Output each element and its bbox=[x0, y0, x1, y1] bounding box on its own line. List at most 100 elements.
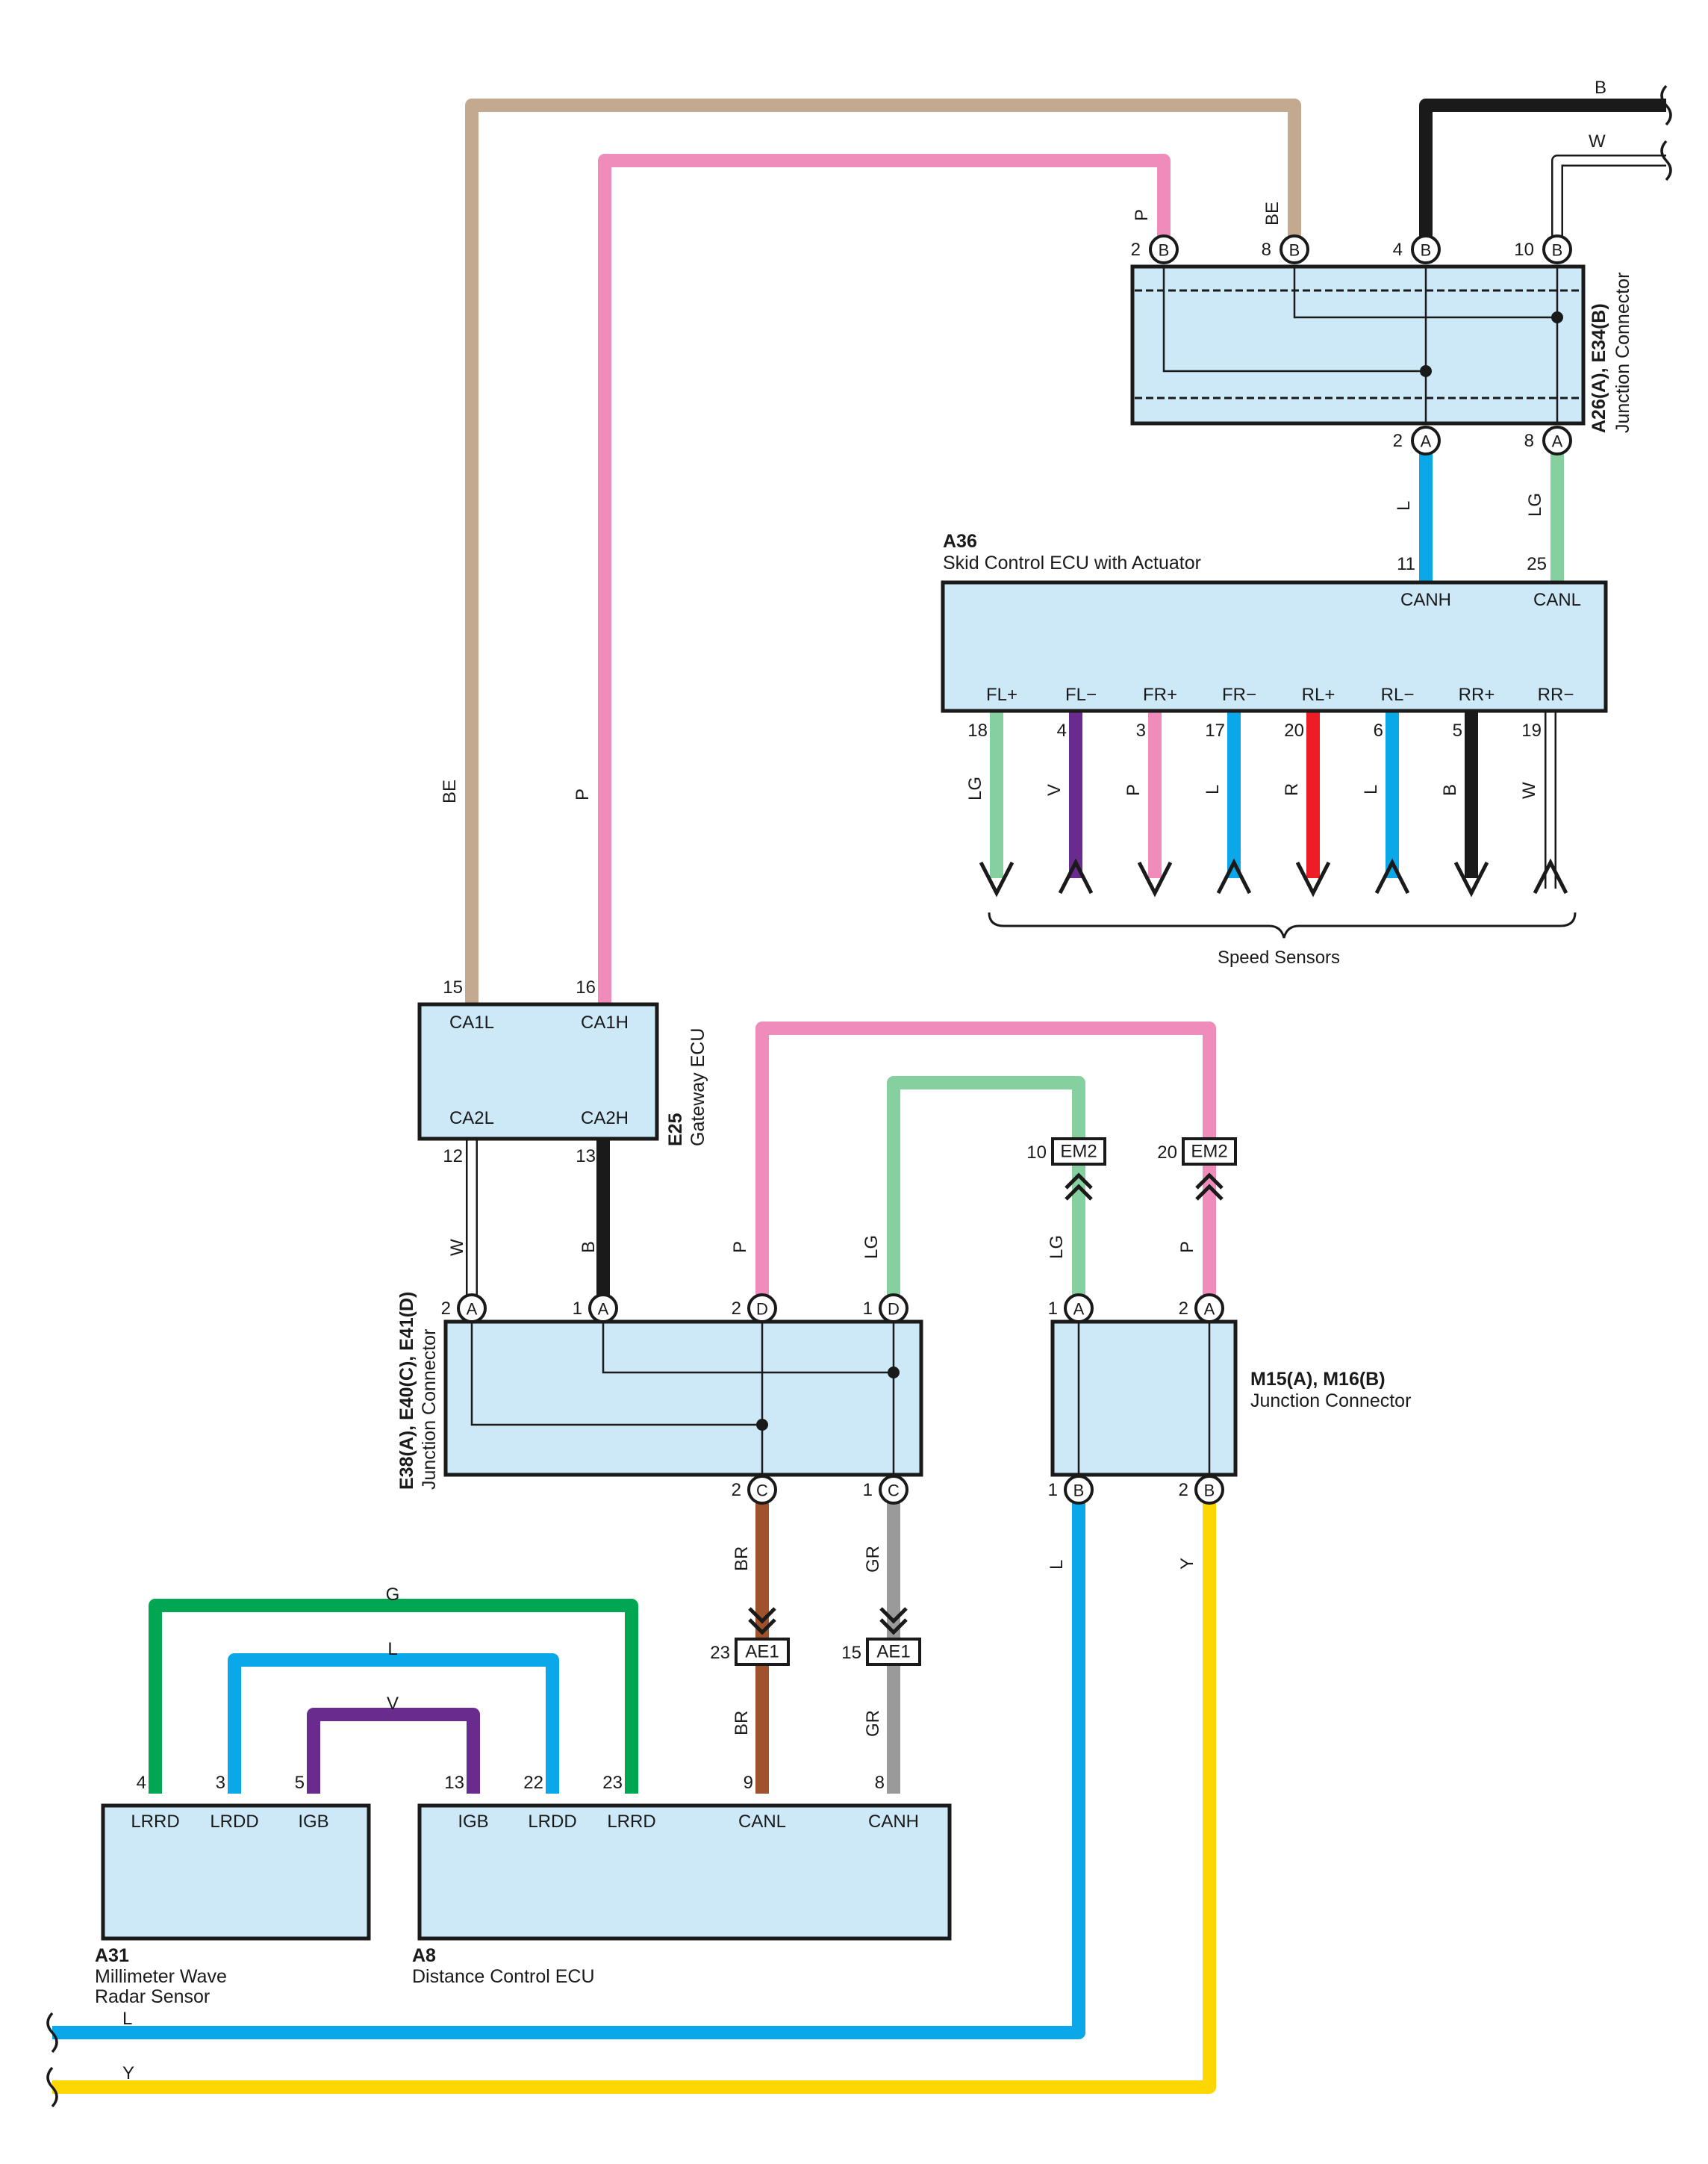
wire-color-label: LG bbox=[1525, 493, 1545, 517]
wire-l-lrdd bbox=[228, 1653, 559, 1794]
pin-number: 22 bbox=[523, 1773, 543, 1793]
pin-name: CA1L bbox=[449, 1013, 494, 1033]
pin-number: 4 bbox=[1393, 240, 1403, 260]
junction-right-pins: A A 1 2 B B 1 2 bbox=[1048, 1293, 1224, 1505]
offpage-break-top bbox=[1660, 84, 1672, 181]
speed-sensor-arrows bbox=[979, 858, 1568, 898]
wire-color-label: GR bbox=[863, 1546, 883, 1573]
pin-number: 10 bbox=[1514, 240, 1534, 260]
svg-text:D: D bbox=[756, 1300, 768, 1319]
arrow-up-icon bbox=[1058, 858, 1094, 895]
terminal: A bbox=[588, 1293, 618, 1323]
arrow-down-icon bbox=[1137, 861, 1173, 898]
svg-text:B: B bbox=[1552, 241, 1563, 260]
pin-name: CANL bbox=[1533, 590, 1581, 610]
pin-number: 2 bbox=[1179, 1480, 1188, 1500]
wire-color-label: GR bbox=[863, 1710, 883, 1737]
pin-name: FR− bbox=[1222, 685, 1256, 705]
wire-color-label: V bbox=[1044, 784, 1065, 796]
junction-mid-code: E38(A), E40(C), E41(D) bbox=[396, 1292, 417, 1490]
svg-text:EM2: EM2 bbox=[1060, 1142, 1097, 1162]
skid-ecu-name: Skid Control ECU with Actuator bbox=[943, 553, 1201, 573]
pin-name: RR− bbox=[1538, 685, 1574, 705]
wire-color-label: W bbox=[447, 1239, 467, 1256]
junction-top-name: Junction Connector bbox=[1612, 273, 1633, 433]
pin-number: 4 bbox=[137, 1773, 146, 1793]
pin-number: 1 bbox=[863, 1480, 873, 1500]
pin-number: 1 bbox=[1048, 1299, 1058, 1319]
wire-be bbox=[465, 99, 1301, 1004]
svg-text:A: A bbox=[1073, 1300, 1085, 1319]
junction-top-pins: B B B B 2 8 4 10 P BE A A 2 8 L LG bbox=[1131, 202, 1572, 517]
wire-color-label: BE bbox=[1262, 202, 1282, 226]
gateway-name: Gateway ECU bbox=[688, 1028, 708, 1146]
wire-color-label: BE bbox=[440, 780, 460, 803]
pin-number: 13 bbox=[576, 1146, 596, 1166]
pin-number: 2 bbox=[1131, 240, 1141, 260]
pin-name: RL+ bbox=[1302, 685, 1335, 705]
pin-name: CA2H bbox=[581, 1108, 629, 1128]
terminal: D bbox=[879, 1293, 908, 1323]
junction-right-name: Junction Connector bbox=[1250, 1390, 1411, 1411]
terminal: C bbox=[747, 1475, 777, 1505]
offpage-break-bottom bbox=[46, 2012, 58, 2108]
pin-name: LRDD bbox=[528, 1812, 576, 1832]
wire-l-bottom bbox=[52, 1490, 1085, 2039]
svg-text:B: B bbox=[1289, 241, 1300, 260]
pin-number: 8 bbox=[875, 1773, 885, 1793]
wire-color-label: P bbox=[1177, 1241, 1197, 1253]
junction-connector-e38-e40-e41: E38(A), E40(C), E41(D) Junction Connecto… bbox=[396, 1292, 923, 1490]
wire-b-top bbox=[1419, 99, 1666, 249]
terminal: A bbox=[1542, 426, 1572, 456]
wire-color-label: P bbox=[573, 789, 593, 800]
wire-color-label: B bbox=[579, 1241, 599, 1253]
wire-color-label: LG bbox=[965, 777, 985, 800]
pin-number: 5 bbox=[295, 1773, 305, 1793]
wire-color-label: B bbox=[1440, 784, 1460, 796]
arrow-up-icon bbox=[1533, 858, 1568, 895]
pin-name: RL− bbox=[1381, 685, 1415, 705]
pin-name: LRDD bbox=[210, 1812, 258, 1832]
distance-ecu-name: Distance Control ECU bbox=[412, 1966, 595, 1987]
terminal: B bbox=[1280, 234, 1309, 264]
arrow-up-icon bbox=[1216, 858, 1252, 895]
wire-color-label: L bbox=[387, 1639, 397, 1659]
wire-g-lrrd bbox=[149, 1599, 638, 1794]
arrow-down-icon bbox=[1453, 861, 1489, 898]
distance-ecu-code: A8 bbox=[412, 1945, 436, 1966]
pin-number: 6 bbox=[1374, 721, 1383, 741]
wire-color-label: P bbox=[1132, 209, 1152, 221]
gateway-ecu: 15 16 CA1L CA1H CA2L CA2H 12 13 E25 Gate… bbox=[417, 977, 708, 1166]
speed-sensors-brace bbox=[988, 912, 1577, 939]
junction-right-code: M15(A), M16(B) bbox=[1250, 1369, 1386, 1390]
pin-number: 2 bbox=[1179, 1299, 1188, 1319]
wire-color-label: L bbox=[1361, 785, 1381, 795]
connector-em2-10: EM2 bbox=[1051, 1137, 1106, 1166]
junction-mid-pins: A A D D 2 1 2 1 C C 2 1 bbox=[441, 1293, 908, 1505]
arrow-up-icon bbox=[1374, 858, 1410, 895]
offpage-label: B bbox=[1595, 78, 1606, 98]
pin-number: 1 bbox=[573, 1299, 582, 1319]
pin-name: CANH bbox=[868, 1812, 919, 1832]
svg-text:D: D bbox=[888, 1300, 900, 1319]
pin-number: 23 bbox=[710, 1643, 730, 1663]
pin-name: FR+ bbox=[1143, 685, 1177, 705]
terminal: B bbox=[1064, 1475, 1094, 1505]
pin-name: CA2L bbox=[449, 1108, 494, 1128]
wires bbox=[52, 99, 1666, 2094]
svg-text:AE1: AE1 bbox=[876, 1642, 910, 1662]
svg-text:B: B bbox=[1421, 241, 1432, 260]
wire-color-label: P bbox=[730, 1241, 750, 1253]
terminal: A bbox=[457, 1293, 487, 1323]
wire-y-bottom bbox=[52, 1490, 1216, 2094]
connector-ae1-15: AE1 bbox=[866, 1638, 921, 1666]
wire-color-label: L bbox=[1203, 785, 1223, 795]
connector-ae1-23: AE1 bbox=[735, 1638, 790, 1666]
radar-name-line2: Radar Sensor bbox=[95, 1986, 210, 2007]
terminal: B bbox=[1149, 234, 1179, 264]
pin-name: CANL bbox=[738, 1812, 786, 1832]
pin-number: 2 bbox=[732, 1299, 741, 1319]
pin-name: RR+ bbox=[1459, 685, 1495, 705]
pin-number: 18 bbox=[967, 721, 988, 741]
wire-color-label: LG bbox=[861, 1235, 882, 1259]
